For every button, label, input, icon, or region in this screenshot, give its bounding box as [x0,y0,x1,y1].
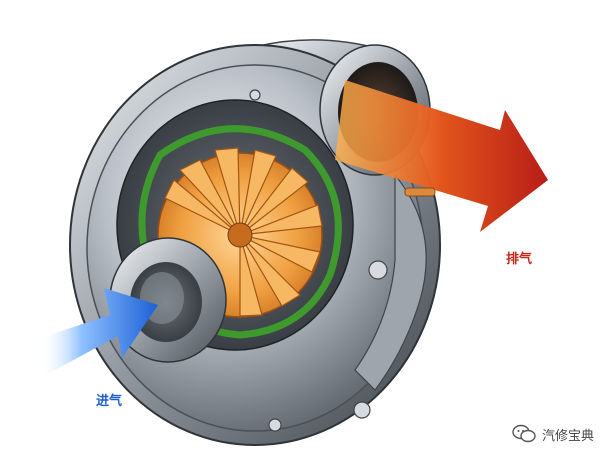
exhaust-arrow [335,80,548,232]
exhaust-label: 排气 [506,252,533,267]
watermark-text: 汽修宝典 [541,428,594,444]
wechat-icon [512,424,536,443]
connector-pin [404,187,436,197]
intake-label: 进气 [96,394,123,409]
watermark: 汽修宝典 [512,424,594,444]
housing-bolts [249,89,388,432]
intake-arrow [40,288,158,378]
impeller [157,147,323,318]
